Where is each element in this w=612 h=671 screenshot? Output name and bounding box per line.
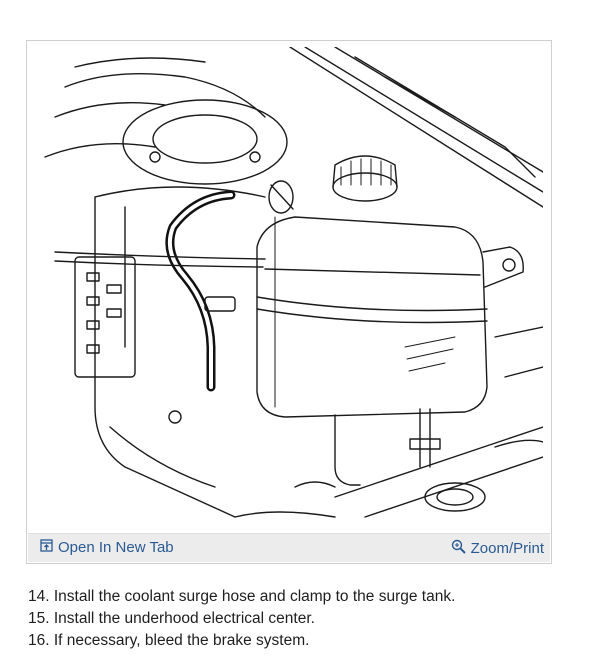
step-14: 14. Install the coolant surge hose and c…	[28, 588, 456, 605]
step-16: 16. If necessary, bleed the brake system…	[28, 632, 310, 649]
open-in-new-tab-icon	[40, 539, 53, 557]
open-in-new-tab-link[interactable]: Open In New Tab	[40, 539, 174, 557]
step-15: 15. Install the underhood electrical cen…	[28, 610, 315, 627]
zoom-print-label: Zoom/Print	[470, 540, 544, 557]
diagram-figure: Open In New Tab Zoom/Print	[26, 40, 552, 564]
open-in-new-tab-label: Open In New Tab	[58, 539, 174, 556]
coolant-surge-tank-illustration	[35, 47, 543, 529]
figure-toolbar: Open In New Tab Zoom/Print	[28, 533, 550, 562]
procedure-steps: 14. Install the coolant surge hose and c…	[28, 586, 455, 652]
zoom-print-link[interactable]: Zoom/Print	[451, 539, 544, 559]
zoom-magnifier-icon	[451, 539, 466, 559]
